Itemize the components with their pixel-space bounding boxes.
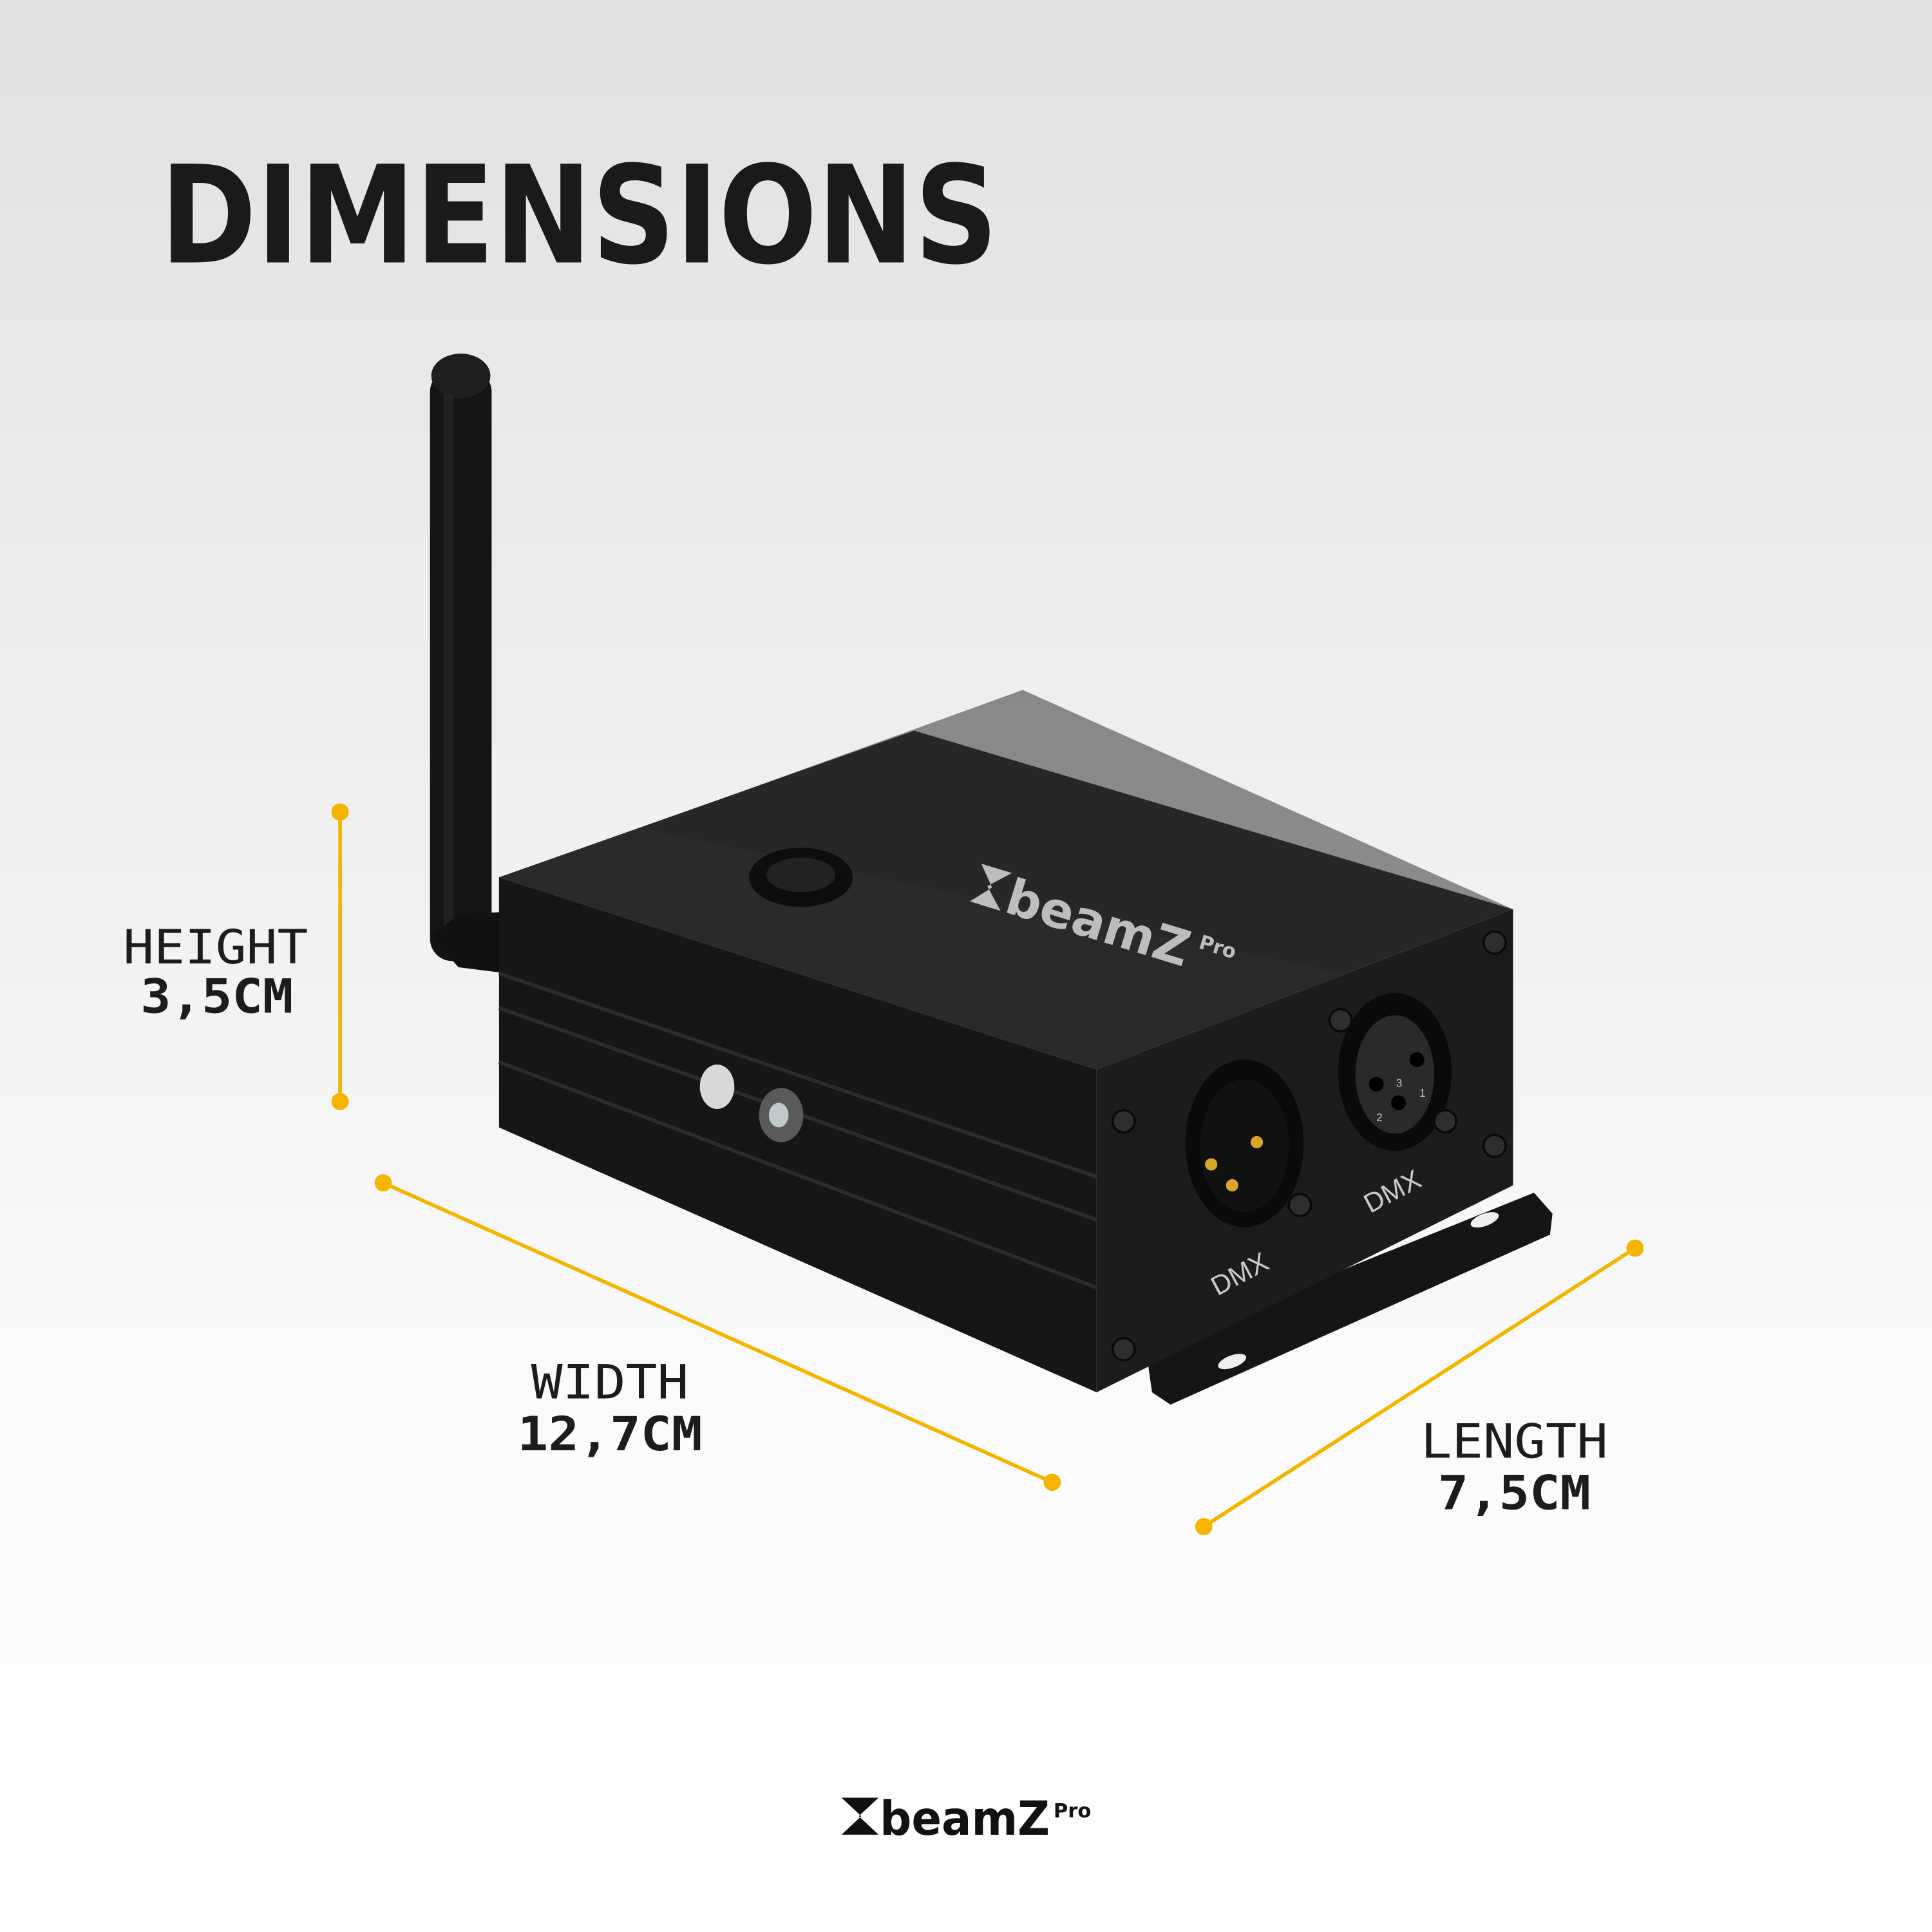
dmx-device: 1 2 3 DMX DMX beamZ Pro: [498, 690, 1553, 1405]
svg-text:beamZ: beamZ: [880, 1792, 1050, 1846]
led-indicator: [699, 1065, 735, 1109]
side-face: [498, 877, 1097, 1392]
width-label: WIDTH: [531, 1356, 689, 1410]
mounting-bracket: [1146, 1193, 1553, 1405]
height-value: 3,5CM: [140, 971, 293, 1025]
length-label: LENGTH: [1421, 1415, 1608, 1469]
bracket-hole: [1218, 1354, 1247, 1370]
pin-2: 2: [1376, 1111, 1383, 1124]
width-indicator: [374, 1174, 1061, 1492]
footer-brand-logo: beamZ Pro: [841, 1792, 1092, 1846]
pin-3: 3: [1396, 1076, 1403, 1089]
width-value: 12,7CM: [518, 1408, 703, 1462]
antenna: [430, 354, 508, 974]
page-title: DIMENSIONS: [160, 137, 998, 295]
height-indicator: [331, 803, 349, 1110]
length-indicator: [1195, 1239, 1644, 1535]
pin-1: 1: [1419, 1086, 1426, 1099]
length-value: 7,5CM: [1438, 1467, 1591, 1521]
height-label: HEIGHT: [123, 921, 308, 975]
svg-text:Pro: Pro: [1054, 1800, 1092, 1823]
bracket-hole: [1470, 1212, 1499, 1228]
screws: [1111, 930, 1507, 1362]
